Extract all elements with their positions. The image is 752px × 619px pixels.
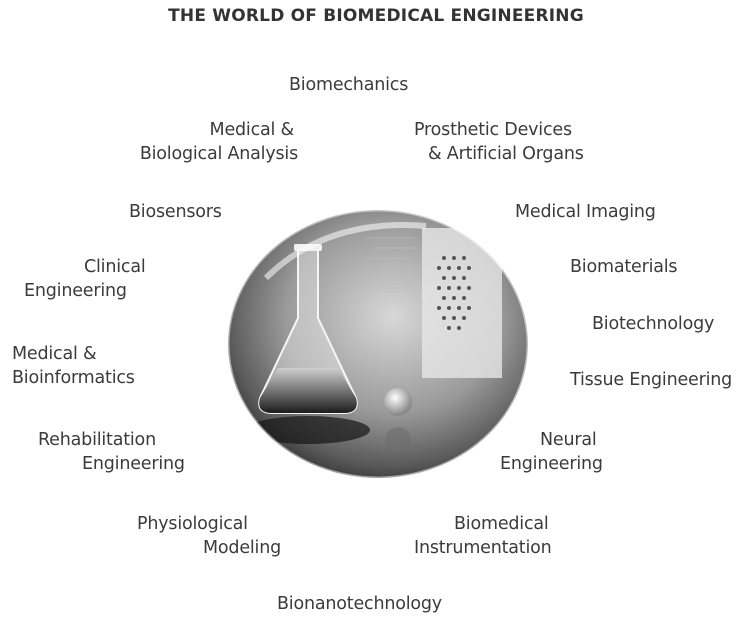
field-label: Medical & <box>12 344 97 364</box>
field-neural-engineering: Neural Engineering <box>500 428 603 476</box>
field-label: Biomaterials <box>570 257 678 277</box>
field-label: Rehabilitation <box>38 430 156 450</box>
diagram-title: THE WORLD OF BIOMEDICAL ENGINEERING <box>168 6 584 26</box>
field-label: Engineering <box>24 281 127 301</box>
field-label: Instrumentation <box>414 538 552 558</box>
field-prosthetic-devices: Prosthetic Devices & Artificial Organs <box>414 118 584 166</box>
field-label: Medical Imaging <box>515 202 656 222</box>
field-label: Biotechnology <box>592 314 715 334</box>
field-label: Biomechanics <box>289 75 409 95</box>
field-label: Bionanotechnology <box>277 594 442 614</box>
field-biomechanics: Biomechanics <box>289 73 408 97</box>
field-bionanotechnology: Bionanotechnology <box>277 592 442 616</box>
field-label: Engineering <box>82 454 185 474</box>
field-biomaterials: Biomaterials <box>570 255 678 279</box>
field-label: Physiological <box>137 514 248 534</box>
field-label: Clinical <box>84 257 146 277</box>
field-tissue-engineering: Tissue Engineering <box>570 368 732 392</box>
field-label: Medical & <box>209 120 295 140</box>
field-label: Engineering <box>500 454 603 474</box>
field-medical-biological-analysis: Medical & Biological Analysis <box>98 118 298 166</box>
field-label: Prosthetic Devices <box>414 120 572 140</box>
field-biomedical-instrumentation: Biomedical Instrumentation <box>414 512 552 560</box>
lab-flask-orb-image <box>226 208 530 480</box>
field-label: Tissue Engineering <box>570 370 733 390</box>
field-medical-bioinformatics: Medical & Bioinformatics <box>12 342 135 390</box>
field-physiological-modeling: Physiological Modeling <box>137 512 281 560</box>
field-label: Biological Analysis <box>139 144 298 164</box>
field-label: Biomedical <box>454 514 549 534</box>
field-label: Biosensors <box>129 202 222 222</box>
field-label: Modeling <box>203 538 282 558</box>
field-label: Bioinformatics <box>12 368 135 388</box>
field-clinical-engineering: Clinical Engineering <box>24 255 146 303</box>
field-label: & Artificial Organs <box>428 144 584 164</box>
field-biosensors: Biosensors <box>129 200 222 224</box>
field-biotechnology: Biotechnology <box>592 312 714 336</box>
field-rehabilitation-engineering: Rehabilitation Engineering <box>38 428 185 476</box>
field-medical-imaging: Medical Imaging <box>515 200 656 224</box>
field-label: Neural <box>540 430 597 450</box>
